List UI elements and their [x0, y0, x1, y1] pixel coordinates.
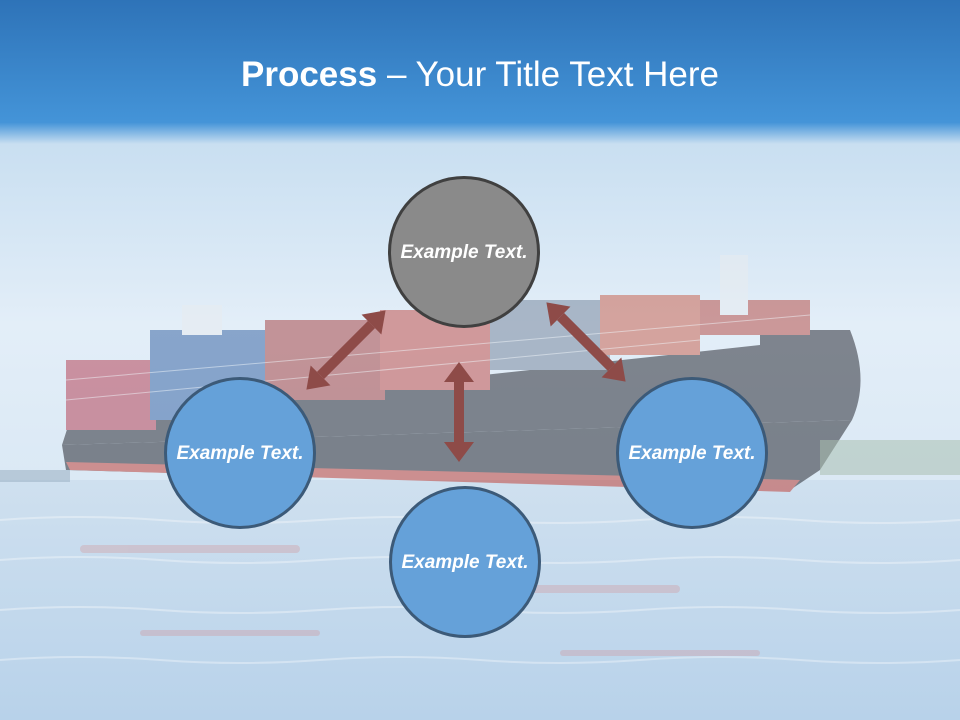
connector-arrows: [306, 302, 626, 462]
title-bold: Process: [241, 55, 378, 94]
process-node-right[interactable]: Example Text.: [616, 377, 768, 529]
slide-title: Process – Your Title Text Here: [0, 52, 960, 98]
node-right-text: Example Text.: [628, 442, 756, 464]
title-rest: – Your Title Text Here: [377, 55, 719, 94]
arrow-vertical: [444, 362, 474, 462]
process-node-bottom[interactable]: Example Text.: [389, 486, 541, 638]
arrow-top-left: [306, 310, 386, 390]
node-left-text: Example Text.: [176, 442, 304, 464]
process-node-left[interactable]: Example Text.: [164, 377, 316, 529]
node-top-text: Example Text.: [400, 241, 528, 263]
node-bottom-text: Example Text.: [401, 551, 529, 573]
arrow-top-right: [546, 302, 626, 382]
process-node-top[interactable]: Example Text.: [388, 176, 540, 328]
